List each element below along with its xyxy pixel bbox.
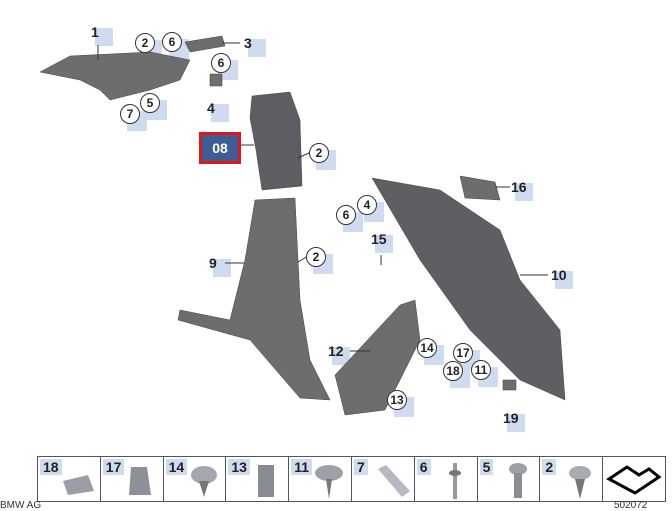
callout-17: 17 xyxy=(453,343,480,370)
clip-icon xyxy=(258,465,275,497)
callout-18: 18 xyxy=(443,361,470,388)
callout-16: 16 xyxy=(511,179,533,201)
part-4-clip xyxy=(209,73,223,87)
callout-13: 13 xyxy=(387,390,414,417)
callout-12: 12 xyxy=(328,343,350,365)
callout-9: 9 xyxy=(209,255,231,277)
callout-6: 6 xyxy=(211,53,238,80)
callout-6: 6 xyxy=(162,32,189,59)
part-1-trim xyxy=(39,51,191,101)
part-19-clip xyxy=(502,379,517,391)
fastener-14[interactable]: 14 xyxy=(164,457,227,501)
clip-icon xyxy=(128,467,151,495)
fastener-6[interactable]: 6 xyxy=(415,457,478,501)
part-08-trim xyxy=(249,91,303,191)
fastener-11[interactable]: 11 xyxy=(289,457,352,501)
part-12-trim xyxy=(334,299,421,416)
callout-2: 2 xyxy=(135,33,162,60)
callout-11: 11 xyxy=(471,360,498,387)
callout-7: 7 xyxy=(120,104,147,131)
fastener-strip: 18 17 14 13 11 7 6 5 2 xyxy=(37,456,666,502)
fastener-17[interactable]: 17 xyxy=(101,457,164,501)
callout-19: 19 xyxy=(503,410,525,432)
part-10-trim xyxy=(371,177,566,401)
blind-rivet-icon xyxy=(448,463,461,499)
screw-icon xyxy=(315,465,344,499)
fastener-13[interactable]: 13 xyxy=(226,457,290,501)
callout-10: 10 xyxy=(551,267,573,289)
callout-6: 6 xyxy=(336,205,363,232)
callout-08-highlighted[interactable]: 08 xyxy=(199,132,241,164)
fastener-7[interactable]: 7 xyxy=(352,457,415,501)
callout-2: 2 xyxy=(306,247,333,274)
plate-icon xyxy=(377,465,410,497)
copyright-text: BMW AG xyxy=(0,500,42,511)
vehicle-section-icon-cell xyxy=(603,457,665,501)
part-3-bracket xyxy=(184,35,226,53)
callout-4: 4 xyxy=(207,100,229,122)
part-16-bracket xyxy=(459,175,501,201)
clip-icon xyxy=(63,475,94,495)
callout-4: 4 xyxy=(357,195,384,222)
callout-2: 2 xyxy=(309,143,336,170)
diagram-number: 502072 xyxy=(614,500,648,511)
callout-15: 15 xyxy=(371,231,393,253)
bolt-icon xyxy=(508,463,527,498)
callout-3: 3 xyxy=(244,35,266,57)
fastener-5[interactable]: 5 xyxy=(478,457,541,501)
fastener-2[interactable]: 2 xyxy=(540,457,604,501)
part-9-pillar xyxy=(177,197,331,401)
expanding-rivet-icon xyxy=(569,466,592,499)
callout-14: 14 xyxy=(417,338,444,365)
callout-1: 1 xyxy=(91,24,113,46)
callout-5: 5 xyxy=(140,93,167,120)
fastener-18[interactable]: 18 xyxy=(38,457,101,501)
vehicle-section-icon xyxy=(606,465,662,495)
rivet-icon xyxy=(190,466,217,497)
